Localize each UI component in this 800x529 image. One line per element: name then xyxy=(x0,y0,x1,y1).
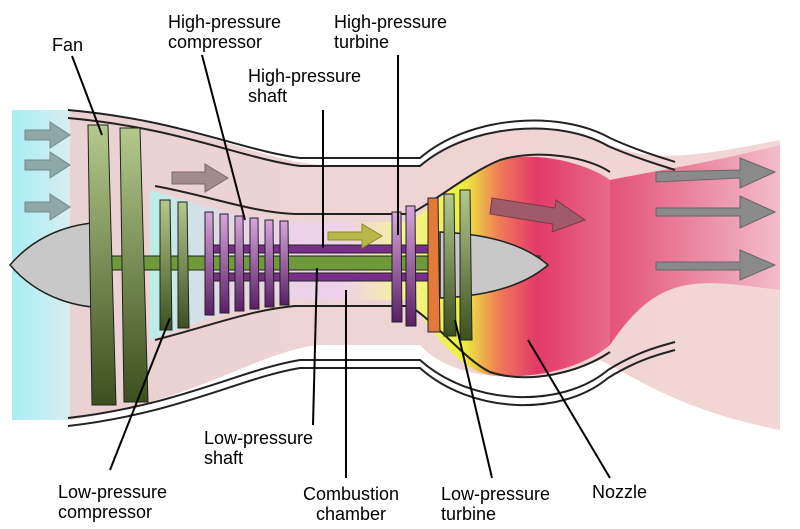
label-hp-turbine: High-pressure turbine xyxy=(334,12,448,52)
label-lp-turbine: Low-pressure turbine xyxy=(441,484,551,524)
label-nozzle: Nozzle xyxy=(592,482,648,502)
hp-turbine-blades xyxy=(391,205,417,327)
leader-lines xyxy=(71,54,611,479)
label-lp-compressor: Low-pressure compressor xyxy=(58,482,168,522)
outer-casing-top xyxy=(67,109,676,163)
fan-blades xyxy=(87,124,149,406)
label-hp-shaft: High-pressure shaft xyxy=(248,66,362,106)
label-fan: Fan xyxy=(52,35,84,55)
exhaust-arrows xyxy=(489,197,587,233)
label-lp-shaft: Low-pressure shaft xyxy=(204,428,314,468)
label-combustion-chamber: Combustion chamber xyxy=(303,484,400,524)
core-wall-top xyxy=(154,153,611,215)
intake-arrows xyxy=(24,121,71,221)
outer-casing-bottom-inner xyxy=(67,349,676,427)
hp-compressor-blades xyxy=(204,211,290,316)
lp-turbine-blades xyxy=(427,189,473,341)
bypass-arrow xyxy=(171,163,229,193)
lp-compressor-blades xyxy=(159,199,190,331)
outlet-arrows xyxy=(655,157,777,281)
outer-casing-bottom xyxy=(67,341,676,419)
label-hp-compressor: High-pressure compressor xyxy=(168,12,282,52)
core-arrow xyxy=(327,223,383,249)
outer-casing-top-inner xyxy=(67,117,676,171)
exhaust-plume xyxy=(610,145,780,345)
